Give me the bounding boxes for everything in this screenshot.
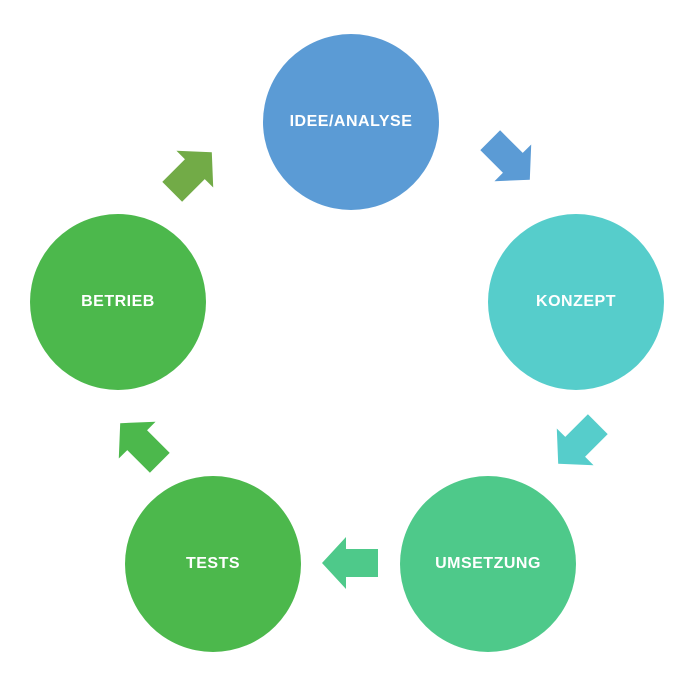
arrow-konzept-to-umsetzung — [556, 414, 608, 466]
node-label-konzept: KONZEPT — [536, 293, 616, 310]
node-label-idee-analyse: IDEE/ANALYSE — [289, 113, 413, 130]
node-label-betrieb: BETRIEB — [81, 293, 155, 310]
arrow-betrieb-to-idee — [162, 150, 214, 202]
node-tests: TESTS — [125, 476, 301, 652]
arrow-tests-to-betrieb — [118, 421, 170, 473]
node-label-tests: TESTS — [185, 555, 241, 572]
arrow-idee-to-konzept — [480, 130, 532, 182]
node-label-umsetzung: UMSETZUNG — [435, 555, 541, 572]
node-betrieb: BETRIEB — [30, 214, 206, 390]
node-konzept: KONZEPT — [488, 214, 664, 390]
arrow-umsetzung-to-tests — [322, 537, 378, 589]
node-umsetzung: UMSETZUNG — [400, 476, 576, 652]
node-idee-analyse: IDEE/ANALYSE — [263, 34, 439, 210]
